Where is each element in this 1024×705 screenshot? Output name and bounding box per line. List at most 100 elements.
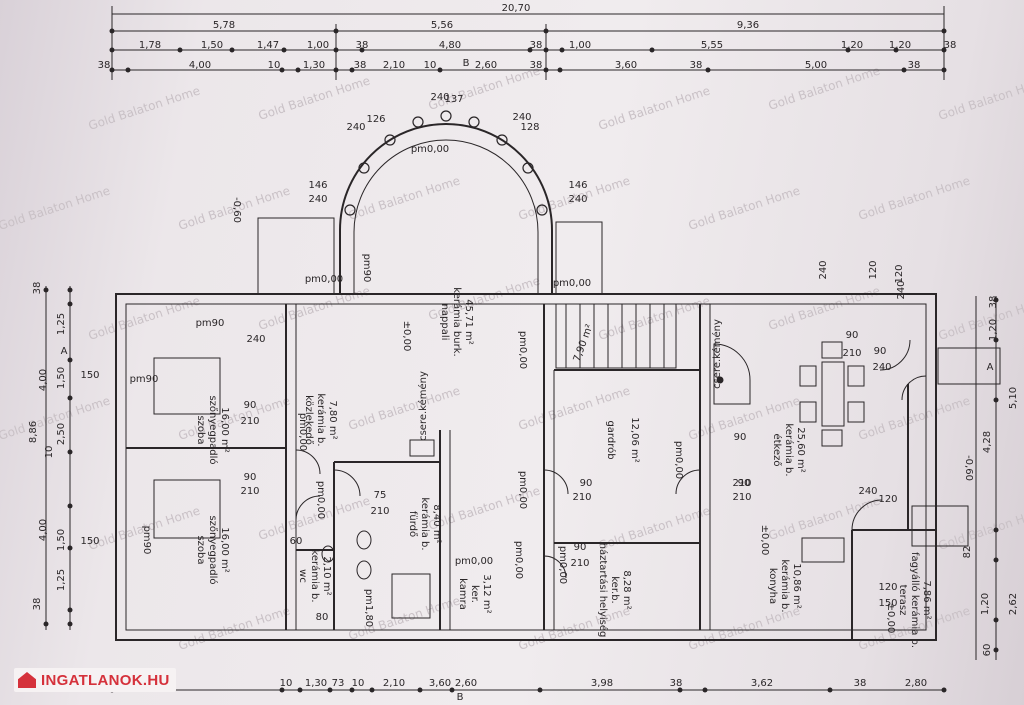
room-area: 8,40 m² [431,504,442,543]
room-area: 8,28 m² [621,570,632,609]
dimension-tick [67,503,73,509]
watermark-text: Gold Balaton Home [0,184,112,233]
door-dimension: 90 [574,542,587,553]
dimension-tick [67,301,73,307]
dimension-tick [67,287,73,293]
dimension-tick [281,47,287,53]
right-dimension: 5,10 [1008,387,1019,409]
level-mark: pm0,00 [517,331,528,369]
top-dimension-row3: 1,20 [889,40,911,51]
top-dimension-row3: 38 [530,40,543,51]
bay-column [440,110,452,122]
door-dimension: 146 [568,180,587,191]
top-dimension-row2: 5,56 [431,20,453,31]
room-name: közlekedő [303,395,315,445]
fixtures [153,343,845,619]
dimension-tick [993,297,999,303]
bay-column [384,134,396,146]
dimension-tick [109,28,115,34]
top-dimension-row3: 1,20 [841,40,863,51]
door-dimension: 210 [370,506,389,517]
level-mark: pm0,00 [513,541,524,579]
top-dimension-row3: 38 [944,40,957,51]
watermark-text: Gold Balaton Home [937,504,1024,553]
room-floor: szőnyegpadló [207,515,219,584]
watermark-text: Gold Balaton Home [257,284,372,333]
chimney-label: csere.kémény [711,319,723,389]
dimension-tick [993,647,999,653]
logo-text: INGATLANOK.HU [41,671,170,689]
dimension-tick [941,47,947,53]
door-dimension: 90 [580,478,593,489]
room-area: 25,60 m² [795,427,806,473]
bottom-dimension: 2,80 [905,678,927,689]
room-area: 2,10 m² [321,556,332,595]
top-dimension-row3: 1,78 [139,40,161,51]
dimension-tick [295,67,301,73]
dimension-tick [67,607,73,613]
section-marker-b-bottom: B [457,692,464,703]
top-dimension-row3: 38 [356,40,369,51]
level-mark: pm0,00 [553,278,591,289]
dimension-tick [543,28,549,34]
watermark-text: Gold Balaton Home [597,84,712,133]
top-dimension-row4: 4,00 [189,60,211,71]
dimension-tick [941,687,947,693]
door-dimension: 210 [570,558,589,569]
watermark-text: Gold Balaton Home [767,494,882,543]
top-dimension-row4: 2,10 [383,60,405,71]
dimension-tick [333,28,339,34]
level-mark: -0,60 [231,197,242,223]
bottom-dimension: 3,98 [591,678,613,689]
door-dimension: 90 [846,330,859,341]
dimension-tick [229,47,235,53]
room-area: 10,86 m² [791,563,802,609]
room-area: 3,12 m² [481,574,492,613]
bottom-dimension: 2,60 [455,678,477,689]
room-area: 12,06 m² [629,417,640,463]
dimension-tick [705,67,711,73]
dimension-tick [901,67,907,73]
door-dimension: 240 [430,92,449,103]
door-dimension: 210 [732,492,751,503]
top-dimension-row3: 1,00 [307,40,329,51]
dimension-tick [67,621,73,627]
door-dimension: 120 [868,260,879,279]
top-dimension-row4: 38 [690,60,703,71]
right-dimension: 1,20 [980,593,991,615]
door-dimension: 240 [858,486,877,497]
left-dimension: 4,00 [38,519,49,541]
bottom-dimension: 3,60 [429,678,451,689]
bottom-dimension: 38 [854,678,867,689]
level-mark: pm90 [130,374,159,385]
section-marker-b-top: B [463,58,470,69]
level-mark: ±0,00 [759,525,770,556]
dimension-tick [437,67,443,73]
logo-badge: INGATLANOK.HU [14,668,176,692]
level-mark: pm90 [196,318,225,329]
top-dimension-row4: 1,30 [303,60,325,71]
watermark-text: Gold Balaton Home [857,174,972,223]
top-dimension-ticks [109,28,947,73]
dimension-tick [43,621,49,627]
dimension-tick [827,687,833,693]
left-dimension: 10 [44,446,55,459]
dimension-tick [941,28,947,34]
room-floor: szőnyegpadló [207,395,219,464]
dimension-tick [109,47,115,53]
left-dimension: 1,25 [56,569,67,591]
watermark-text: Gold Balaton Home [597,504,712,553]
top-dimension-row2: 5,78 [213,20,235,31]
room-name: terasz [897,585,908,616]
door-dimension: 150 [878,598,897,609]
room-floor: kerámia burk. [451,287,463,356]
left-dimension: 2,50 [56,423,67,445]
dimension-tick [43,287,49,293]
dining-table [799,341,865,447]
top-dimension-row3: 4,80 [439,40,461,51]
left-dimension: 38 [32,282,43,295]
stairs [257,217,1001,547]
bay-columns [344,110,548,216]
door-dimension: 60 [290,536,303,547]
bay-column [358,162,370,174]
